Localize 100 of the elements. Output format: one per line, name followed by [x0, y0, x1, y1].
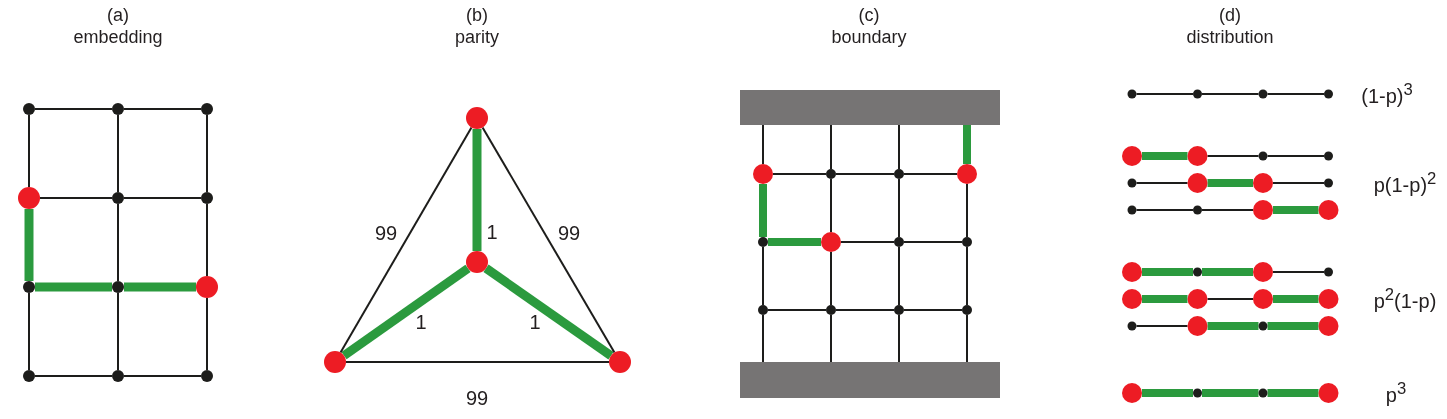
vertex-dot: [1258, 388, 1268, 398]
edge-line: [117, 292, 119, 371]
marked-vertex: [18, 187, 40, 209]
edge-line: [1206, 298, 1254, 300]
vertex-dot: [112, 370, 124, 382]
marked-vertex: [1122, 383, 1142, 403]
edge-line: [835, 309, 895, 311]
vertex-dot: [894, 237, 904, 247]
marked-vertex: [1318, 316, 1339, 336]
edge-label: 99: [374, 222, 398, 244]
vertex-dot: [1258, 89, 1268, 99]
edge-label: 1: [486, 221, 498, 243]
vertex-dot: [962, 305, 972, 315]
edge-line: [1135, 182, 1189, 184]
edge-line: [206, 203, 208, 277]
thick-edge-line: [1142, 295, 1188, 303]
vertex-dot: [1258, 321, 1268, 331]
thick-edge-line: [1273, 206, 1319, 214]
edge-line: [1272, 271, 1325, 273]
panel-letter: (a): [107, 6, 129, 26]
vertex-dot: [1127, 205, 1137, 215]
edge-line: [206, 114, 208, 193]
vertex-dot: [758, 305, 768, 315]
vertex-dot: [23, 103, 35, 115]
marked-vertex: [753, 164, 773, 184]
marked-vertex: [1122, 262, 1142, 282]
thick-edge-line: [483, 264, 614, 360]
edge-line: [34, 375, 113, 377]
panel-letter: (c): [858, 6, 880, 26]
edge-line: [772, 173, 827, 175]
vertex-dot: [826, 169, 836, 179]
probability-label: (1-p)$^{3}$: [1361, 81, 1413, 107]
thick-edge-line: [124, 282, 196, 292]
marked-vertex: [1253, 289, 1273, 309]
marked-vertex: [1318, 200, 1339, 220]
edge-line: [762, 314, 764, 363]
thick-edge-line: [1273, 295, 1319, 303]
vertex-dot: [1127, 89, 1137, 99]
edge-line: [1135, 209, 1194, 211]
marked-vertex: [1318, 289, 1339, 309]
marked-vertex: [1318, 383, 1339, 403]
edge-line: [835, 173, 895, 175]
vertex-dot: [894, 169, 904, 179]
edge-line: [767, 309, 827, 311]
edge-line: [28, 292, 30, 371]
thick-edge-line: [1267, 389, 1319, 397]
marked-vertex: [1187, 173, 1208, 193]
thick-edge-line: [1142, 152, 1188, 160]
thick-edge-line: [24, 209, 34, 281]
marked-vertex: [1187, 289, 1208, 309]
marked-vertex: [466, 107, 488, 129]
thick-edge-line: [1207, 322, 1259, 330]
edge-line: [123, 108, 202, 110]
thick-edge-line: [472, 129, 482, 251]
edge-label: 99: [557, 222, 581, 244]
panel-title: embedding: [73, 28, 163, 48]
thick-edge-line: [1142, 389, 1193, 397]
edge-line: [117, 203, 119, 282]
edge-line: [1266, 155, 1325, 157]
edge-line: [830, 178, 832, 233]
edge-line: [840, 241, 895, 243]
marked-vertex: [1122, 146, 1142, 166]
edge-line: [898, 246, 900, 306]
thick-edge-line: [35, 282, 112, 292]
vertex-dot: [1193, 89, 1202, 99]
edge-line: [1135, 93, 1194, 95]
marked-vertex: [324, 351, 346, 373]
edge-line: [345, 361, 610, 363]
thick-edge-line: [1202, 389, 1259, 397]
edge-line: [1266, 93, 1325, 95]
vertex-dot: [826, 305, 836, 315]
marked-vertex: [1253, 200, 1273, 220]
edge-line: [34, 108, 113, 110]
thick-edge-line: [1202, 268, 1253, 276]
edge-line: [206, 297, 208, 371]
thick-edge-line: [963, 125, 971, 164]
probability-label: p$^{2}$(1-p): [1373, 286, 1437, 312]
edge-line: [1201, 209, 1254, 211]
edge-line: [762, 246, 764, 306]
panel-title: boundary: [831, 28, 907, 48]
edge-line: [966, 246, 968, 306]
edge-line: [903, 173, 958, 175]
vertex-dot: [112, 103, 124, 115]
vertex-dot: [1193, 267, 1202, 277]
boundary-bar: [740, 362, 1000, 398]
edge-line: [903, 241, 963, 243]
panel-letter: (b): [466, 6, 488, 26]
edge-line: [762, 124, 764, 165]
marked-vertex: [1122, 289, 1142, 309]
marked-vertex: [466, 251, 488, 273]
edge-line: [1206, 155, 1260, 157]
edge-line: [966, 314, 968, 363]
edge-label: 99: [465, 387, 489, 409]
vertex-dot: [962, 237, 972, 247]
vertex-dot: [1324, 178, 1333, 188]
panel-letter: (d): [1219, 6, 1241, 26]
vertex-dot: [23, 281, 35, 293]
edge-line: [1135, 325, 1189, 327]
marked-vertex: [196, 276, 218, 298]
vertex-dot: [112, 192, 124, 204]
